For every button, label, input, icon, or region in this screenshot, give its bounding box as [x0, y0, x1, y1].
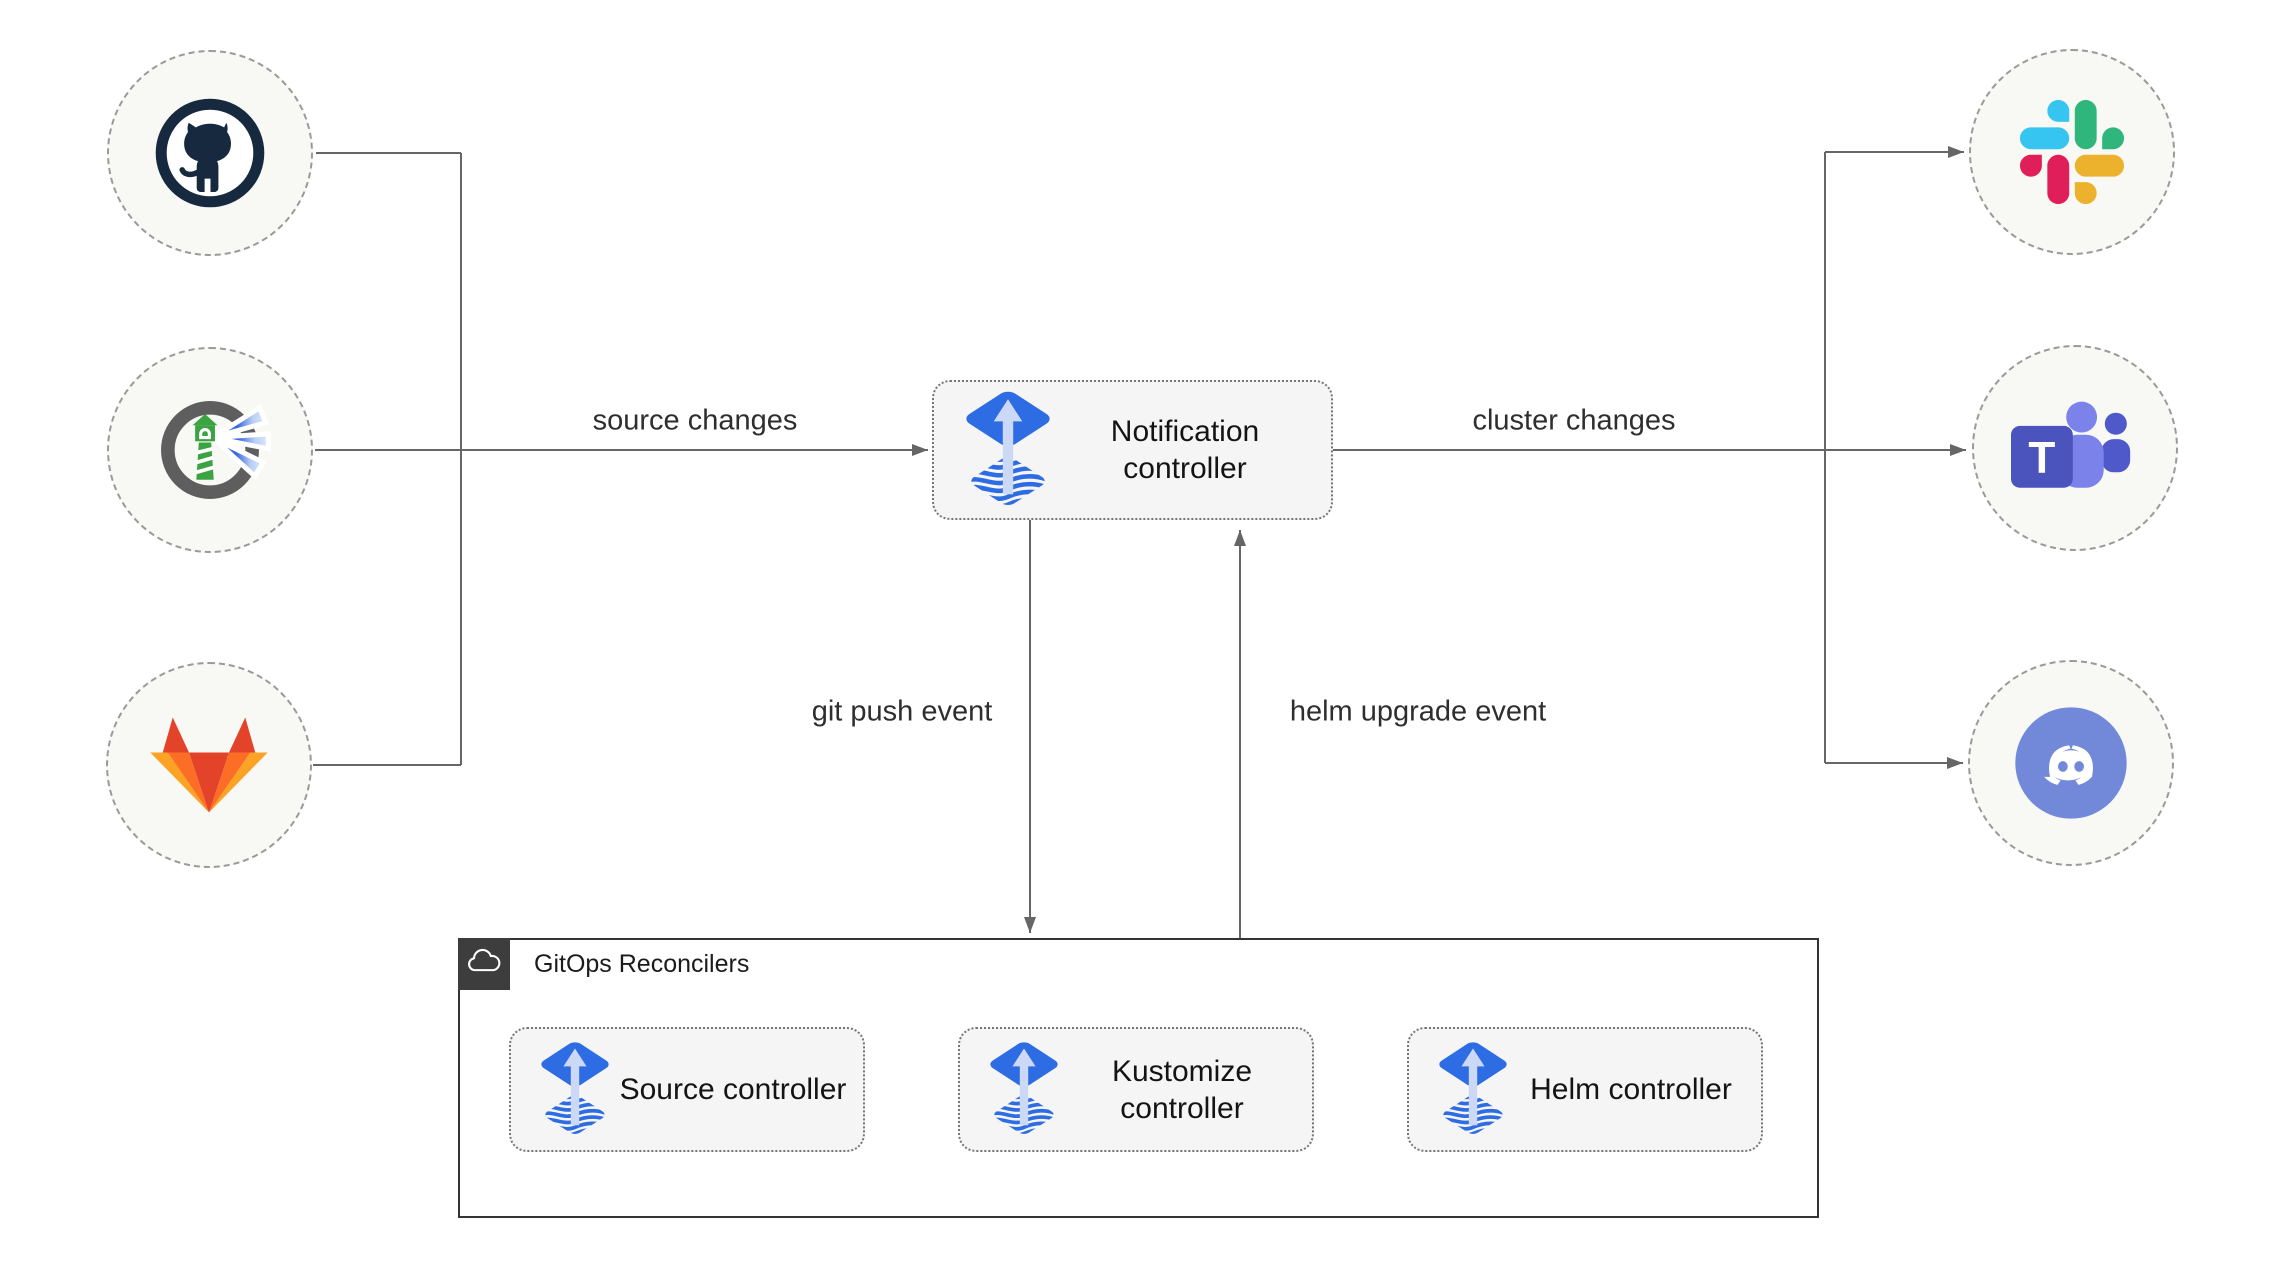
discord-icon — [2013, 705, 2129, 821]
gitlab-icon — [146, 715, 272, 815]
cloud-icon — [463, 943, 505, 985]
github-icon — [149, 92, 271, 214]
source-node-harbor — [107, 347, 313, 553]
gitops-header-square — [458, 938, 510, 990]
target-node-discord — [1968, 660, 2174, 866]
target-node-teams: T — [1972, 345, 2178, 551]
flux-icon — [1431, 1037, 1515, 1142]
notification-controller-label: Notification controller — [1110, 415, 1260, 485]
flux-icon — [956, 385, 1060, 515]
source-node-github — [107, 50, 313, 256]
harbor-icon — [148, 388, 272, 512]
kustomize-controller-node: Kustomize controller — [958, 1027, 1314, 1152]
target-node-slack — [1969, 49, 2175, 255]
helm-controller-label: Helm controller — [1530, 1073, 1732, 1106]
kustomize-controller-label: Kustomize controller — [1111, 1054, 1253, 1125]
svg-text:T: T — [2028, 433, 2055, 482]
source-node-gitlab — [106, 662, 312, 868]
source-controller-node: Source controller — [509, 1027, 865, 1152]
notification-controller-node: Notification controller — [932, 380, 1333, 520]
flux-icon — [982, 1037, 1066, 1142]
gitops-container-title: GitOps Reconcilers — [534, 950, 750, 978]
helm-controller-node: Helm controller — [1407, 1027, 1763, 1152]
microsoft-teams-icon: T — [2011, 398, 2139, 498]
edge-label-git-push-event: git push event — [805, 695, 999, 729]
edge-label-source-changes: source changes — [586, 404, 804, 438]
edge-label-cluster-changes: cluster changes — [1466, 404, 1682, 438]
edge-label-helm-upgrade-event: helm upgrade event — [1283, 695, 1553, 729]
source-controller-label: Source controller — [619, 1073, 847, 1106]
slack-icon — [2020, 100, 2124, 204]
flux-icon — [533, 1037, 617, 1142]
